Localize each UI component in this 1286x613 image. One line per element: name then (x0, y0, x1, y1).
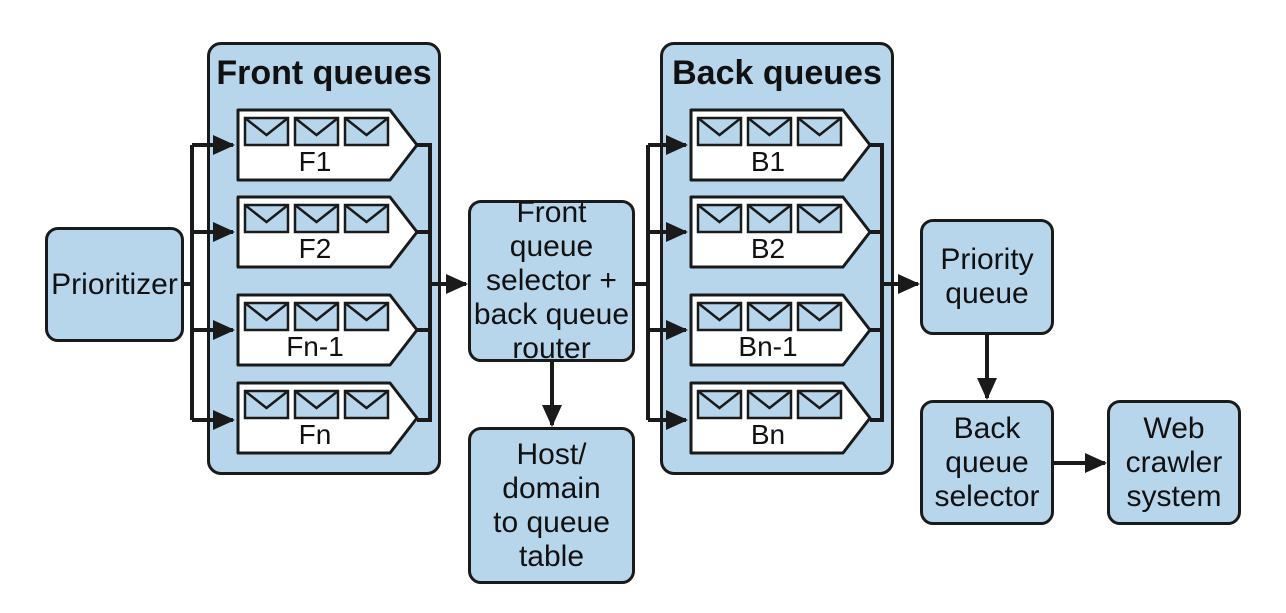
envelope-icon (746, 389, 793, 420)
queue-shape (236, 293, 419, 367)
envelope-icon (243, 116, 290, 147)
selector-router-box: Front queue selector + back queue router (468, 196, 635, 365)
envelope-icon (796, 203, 843, 234)
envelope-icon (696, 116, 743, 147)
queue-label: B2 (750, 233, 786, 264)
connector-line (870, 143, 884, 422)
envelope-icon (746, 301, 793, 332)
queue-label: Bn-1 (738, 331, 798, 362)
front-queue-fn: Fn (235, 380, 420, 456)
envelope-icon (696, 301, 743, 332)
queue-label: Bn (750, 419, 786, 450)
queue-shape (236, 381, 419, 455)
envelope-icon (696, 389, 743, 420)
envelope-icon (243, 389, 290, 420)
queue-label: F1 (298, 146, 332, 177)
envelope-icon (293, 116, 340, 147)
queue-label: F2 (298, 233, 332, 264)
queue-label: Fn-1 (286, 331, 344, 362)
front-queue-fn-1: Fn-1 (235, 292, 420, 368)
queue-shape (236, 195, 419, 269)
front-queue-f2: F2 (235, 194, 420, 270)
connector-line (417, 143, 432, 422)
envelope-icon (243, 203, 290, 234)
envelope-icon (293, 301, 340, 332)
queue-shape (236, 108, 419, 182)
host-table-box: Host/ domain to queue table (468, 427, 635, 584)
envelope-icon (746, 116, 793, 147)
envelope-icon (796, 301, 843, 332)
envelope-icon (796, 389, 843, 420)
envelope-icon (796, 116, 843, 147)
envelope-icon (343, 301, 390, 332)
envelope-icon (293, 203, 340, 234)
envelope-icon (243, 301, 290, 332)
queue-shape (689, 293, 872, 367)
priority-queue-box: Priority queue (920, 219, 1054, 335)
back-queue-b1: B1 (688, 107, 873, 183)
back-queue-bn-1: Bn-1 (688, 292, 873, 368)
back-queue-bn: Bn (688, 380, 873, 456)
back-queue-b2: B2 (688, 194, 873, 270)
queue-label: B1 (750, 146, 786, 177)
envelope-icon (696, 203, 743, 234)
envelope-icon (293, 389, 340, 420)
envelope-icon (746, 203, 793, 234)
front-queues-title: Front queues (216, 54, 432, 92)
prioritizer-box: Prioritizer (45, 227, 184, 342)
queue-shape (689, 195, 872, 269)
envelope-icon (343, 203, 390, 234)
queue-shape (689, 108, 872, 182)
envelope-icon (343, 389, 390, 420)
queue-label: Fn (298, 419, 332, 450)
back-selector-box: Back queue selector (920, 400, 1054, 525)
front-queue-f1: F1 (235, 107, 420, 183)
web-crawler-box: Web crawler system (1107, 400, 1241, 525)
envelope-icon (343, 116, 390, 147)
back-queues-title: Back queues (672, 54, 882, 92)
queue-shape (689, 381, 872, 455)
